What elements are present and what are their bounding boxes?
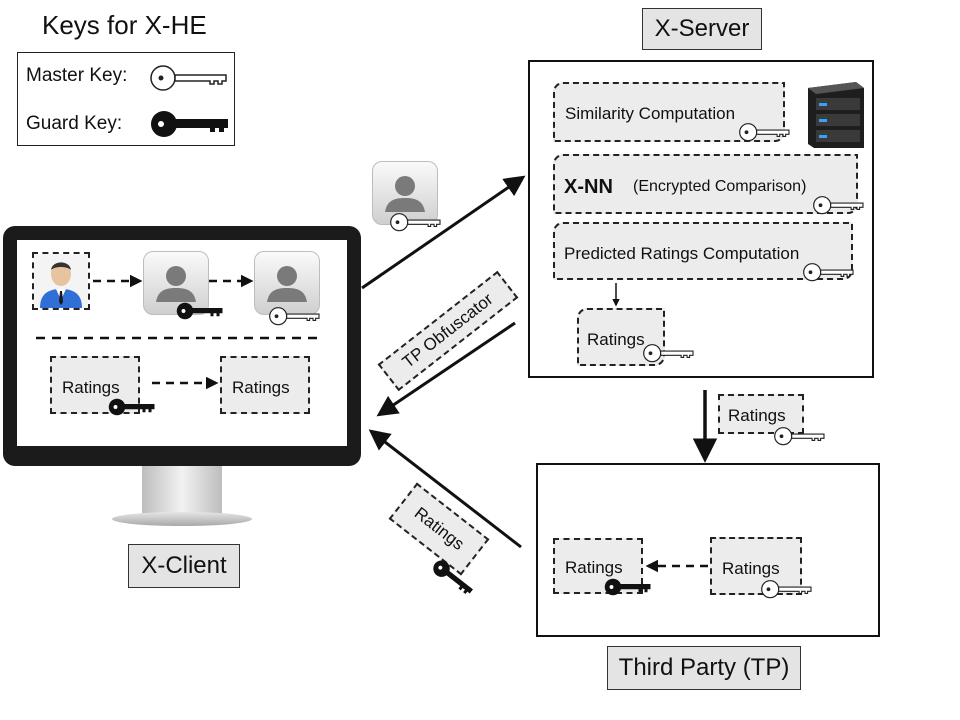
monitor-neck [142, 466, 222, 514]
profile-avatar-icon [143, 251, 209, 315]
similarity-label: Similarity Computation [565, 104, 736, 123]
tp-obfuscator-box: TP Obfuscator [377, 270, 519, 392]
profile-avatar-icon [372, 161, 438, 225]
master-key-icon [150, 65, 227, 91]
server-label: X-Server [642, 8, 762, 50]
similarity-box: Similarity Computation [553, 82, 785, 142]
tp-label: Third Party (TP) [607, 646, 801, 690]
ratings-to-client-label: Ratings [410, 503, 468, 554]
tp-obfuscator-label: TP Obfuscator [398, 289, 497, 372]
key-legend: Master Key: Guard Key: [17, 52, 235, 146]
xnn-label: X-NN [564, 176, 613, 198]
server-rack-icon [804, 78, 866, 150]
monitor-stand [112, 512, 252, 526]
xnn-box: X-NN (Encrypted Comparison) [553, 154, 858, 214]
server-to-tp-ratings-box: Ratings [718, 394, 804, 434]
guard-key-label: Guard Key: [26, 113, 123, 134]
tp-ratings-left-box: Ratings [553, 538, 643, 594]
profile-avatar-icon [254, 251, 320, 315]
ratings-to-client-box: Ratings [388, 482, 490, 576]
client-ratings-in-box: Ratings [50, 356, 140, 414]
master-key-label: Master Key: [26, 65, 128, 86]
client-ratings-in-label: Ratings [62, 378, 120, 397]
guard-key-icon [151, 111, 228, 137]
client-label: X-Client [128, 544, 240, 588]
client-ratings-out-box: Ratings [220, 356, 310, 414]
predicted-box: Predicted Ratings Computation [553, 222, 853, 280]
server-ratings-label: Ratings [587, 330, 645, 349]
predicted-label: Predicted Ratings Computation [564, 244, 800, 263]
server-ratings-box: Ratings [577, 308, 665, 366]
user-icon [32, 252, 90, 310]
tp-ratings-left-label: Ratings [565, 558, 623, 577]
xnn-desc: (Encrypted Comparison) [633, 178, 807, 195]
legend-title: Keys for X-HE [42, 10, 207, 40]
client-ratings-out-label: Ratings [232, 378, 290, 397]
tp-ratings-right-box: Ratings [710, 537, 802, 595]
server-to-tp-ratings-label: Ratings [728, 406, 786, 425]
tp-ratings-right-label: Ratings [722, 559, 780, 578]
